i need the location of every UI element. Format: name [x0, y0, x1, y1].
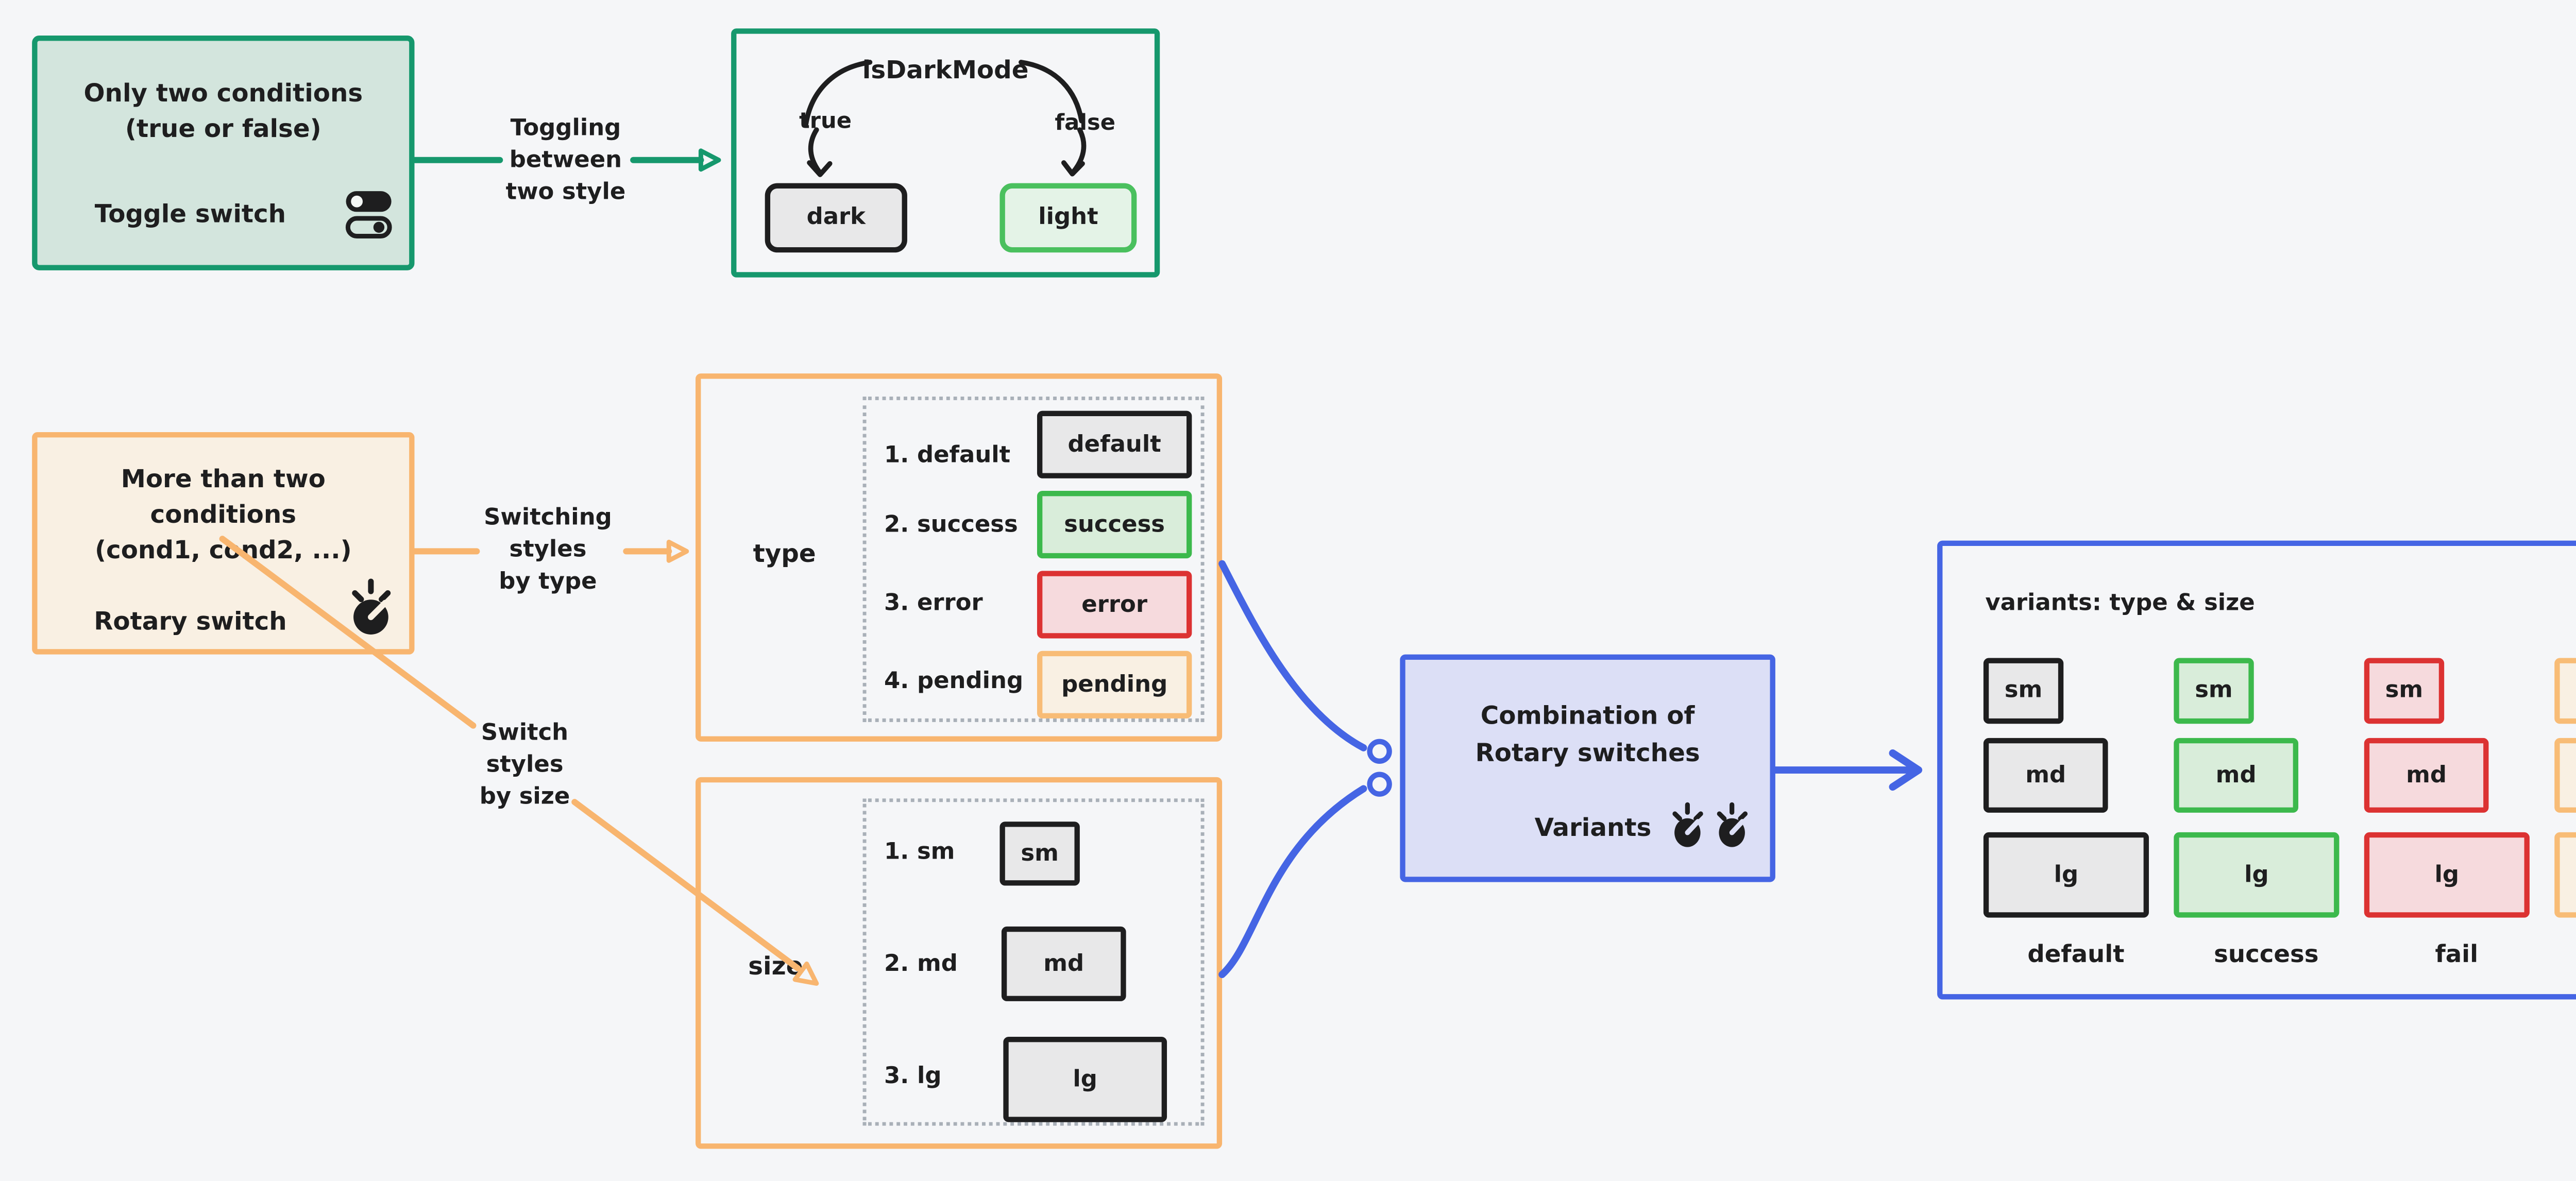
darkmode-title: isDarkMode — [862, 57, 1029, 85]
size-chip-sm: sm — [999, 821, 1080, 886]
type-item-1: 1. default — [884, 442, 1011, 470]
type-item-3: 3. error — [884, 590, 983, 618]
variant-cell-default-lg: lg — [1983, 832, 2149, 918]
combination-line1: Combination of — [1480, 702, 1695, 731]
variant-cell-pending-lg: lg — [2554, 832, 2576, 918]
arrowhead-icon — [1889, 749, 1923, 791]
rotary-knob-icon — [1713, 800, 1752, 855]
size-chip-md: md — [1001, 926, 1126, 1001]
variant-cell-success-sm: sm — [2174, 658, 2254, 724]
toggle-condition-line1: Only two conditions — [83, 80, 363, 109]
type-chip-default: default — [1037, 410, 1192, 478]
toggle-switch-label: Toggle switch — [94, 201, 286, 230]
rotary-knob-icon — [347, 576, 397, 644]
variant-cell-success-lg: lg — [2174, 832, 2340, 918]
rotary-condition-box: More than two conditions (cond1, cond2, … — [32, 432, 415, 655]
type-chip-error: error — [1037, 571, 1192, 639]
variant-cell-default-sm: sm — [1983, 658, 2064, 724]
variant-column-label-default: default — [2027, 940, 2125, 969]
type-chip-success: success — [1037, 490, 1192, 559]
light-state-chip: light — [999, 183, 1137, 253]
variant-cell-fail-lg: lg — [2364, 832, 2530, 918]
variants-title: variants: type & size — [1985, 590, 2255, 618]
switching-by-type-label: Switching styles by type — [484, 505, 612, 596]
connector-port-icon — [1367, 739, 1392, 764]
rotary-knob-icon — [1669, 800, 1708, 855]
switch-by-size-label: Switch styles by size — [479, 720, 570, 811]
variant-cell-fail-sm: sm — [2364, 658, 2445, 724]
false-label: false — [1055, 108, 1116, 135]
variant-column-label-success: success — [2214, 940, 2319, 969]
size-chip-lg: lg — [1003, 1036, 1167, 1122]
rotary-switch-label: Rotary switch — [94, 608, 287, 637]
type-box: type 1. default default 2. success succe… — [696, 373, 1223, 742]
variant-column-label-pending: pending — [2549, 941, 2576, 969]
variants-label: Variants — [1534, 814, 1652, 843]
size-item-2: 2. md — [884, 951, 958, 979]
toggle-switch-icon — [345, 190, 393, 247]
darkmode-states-box: isDarkMode true false dark light — [731, 28, 1160, 278]
type-item-4: 4. pending — [884, 669, 1024, 696]
size-item-3: 3. lg — [884, 1063, 942, 1090]
rotary-condition-line3: (cond1, cond2, ...) — [94, 537, 352, 566]
variant-cell-success-md: md — [2174, 738, 2299, 813]
type-dotted-frame — [862, 396, 1205, 722]
toggle-condition-box: Only two conditions (true or false) Togg… — [32, 36, 415, 270]
toggling-arrow-label: Toggling between two style — [505, 115, 626, 207]
variant-cell-pending-md: md — [2554, 738, 2576, 813]
rotary-condition-line2: conditions — [150, 501, 297, 530]
rotary-condition-line1: More than two — [121, 466, 326, 494]
variant-cell-pending-sm: sm — [2554, 658, 2576, 724]
arrowhead-icon — [666, 539, 689, 563]
combination-box: Combination of Rotary switches Variants — [1400, 654, 1775, 882]
variants-result-box: variants: type & size sm md lg default s… — [1937, 540, 2576, 1000]
arrowhead-icon — [698, 148, 721, 172]
size-box: size 1. sm sm 2. md md 3. lg lg — [696, 777, 1223, 1149]
toggle-condition-line2: (true or false) — [125, 115, 321, 144]
variant-cell-default-md: md — [1983, 738, 2108, 813]
type-chip-pending: pending — [1037, 651, 1192, 718]
variant-column-label-fail: fail — [2435, 940, 2479, 969]
true-label: true — [799, 107, 852, 133]
combination-line2: Rotary switches — [1475, 740, 1700, 768]
variant-cell-fail-md: md — [2364, 738, 2489, 813]
size-dotted-frame — [862, 798, 1205, 1126]
connector-port-icon — [1367, 772, 1392, 797]
dark-state-chip: dark — [765, 183, 907, 253]
size-item-1: 1. sm — [884, 839, 955, 866]
type-item-2: 2. success — [884, 512, 1018, 539]
type-box-label: type — [753, 540, 816, 569]
size-box-label: size — [748, 953, 803, 982]
